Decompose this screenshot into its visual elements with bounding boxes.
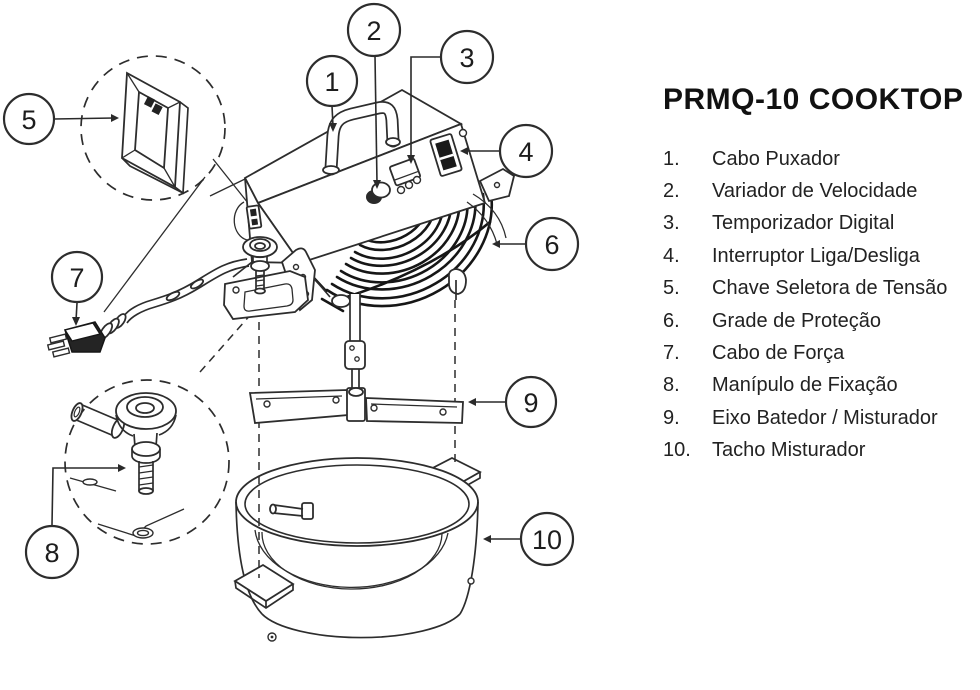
parts-list-item: 9. Eixo Batedor / Misturador <box>663 406 938 429</box>
beater-shaft <box>344 292 366 410</box>
parts-list-item: 6. Grade de Proteção <box>663 309 881 332</box>
callout-8: 8 <box>24 524 80 580</box>
fixation-knob <box>242 236 278 295</box>
svg-text:5: 5 <box>21 105 36 135</box>
parts-list: PRMQ-10 COOKTOP 1. Cabo Puxador 2. Varia… <box>663 84 978 467</box>
callout-3: 3 <box>439 29 495 85</box>
svg-text:1: 1 <box>324 67 339 97</box>
parts-list-item: 5. Chave Seletora de Tensão <box>663 277 948 300</box>
power-plug <box>46 321 106 358</box>
callout-4: 4 <box>498 123 554 179</box>
side-bracket <box>447 167 516 295</box>
parts-list-item: 1. Cabo Puxador <box>663 147 840 170</box>
svg-text:4: 4 <box>518 137 533 167</box>
svg-text:6: 6 <box>544 230 559 260</box>
leader-lines <box>51 55 526 540</box>
parts-list-item: 2. Variador de Velocidade <box>663 180 918 203</box>
voltage-selector-detail <box>80 55 249 204</box>
svg-text:8: 8 <box>44 538 59 568</box>
svg-text:2: 2 <box>366 16 381 46</box>
parts-list-item: 7. Cabo de Força <box>663 342 845 365</box>
callout-7: 7 <box>50 250 104 304</box>
speed-knob <box>366 181 391 204</box>
parts-list-item: 4. Interruptor Liga/Desliga <box>663 244 920 267</box>
callout-10: 10 <box>519 511 575 567</box>
cord-guide-line <box>103 176 206 313</box>
voltage-selector <box>233 201 263 245</box>
beater-bar <box>248 387 464 424</box>
parts-list-item: 8. Manípulo de Fixação <box>663 374 898 397</box>
callout-1: 1 <box>305 54 359 108</box>
power-switch <box>429 133 463 177</box>
callout-9: 9 <box>504 375 558 429</box>
selector-switch-glyph <box>143 96 163 115</box>
fixation-knob-detail <box>64 312 253 545</box>
callout-6: 6 <box>524 216 580 272</box>
leader-arrowheads <box>72 114 500 543</box>
svg-text:7: 7 <box>69 263 84 293</box>
mixing-pot <box>233 456 482 642</box>
svg-text:9: 9 <box>523 388 538 418</box>
parts-list-item: 3. Temporizador Digital <box>663 212 895 235</box>
callout-2: 2 <box>346 2 402 58</box>
base-bracket <box>223 236 316 320</box>
svg-text:10: 10 <box>532 525 562 555</box>
parts-list-item: 10. Tacho Misturador <box>663 439 866 462</box>
machine-body <box>232 88 516 308</box>
svg-text:3: 3 <box>459 43 474 73</box>
power-cord <box>98 258 250 340</box>
parts-list-title: PRMQ-10 COOKTOP <box>663 83 964 116</box>
callout-5: 5 <box>2 92 56 146</box>
